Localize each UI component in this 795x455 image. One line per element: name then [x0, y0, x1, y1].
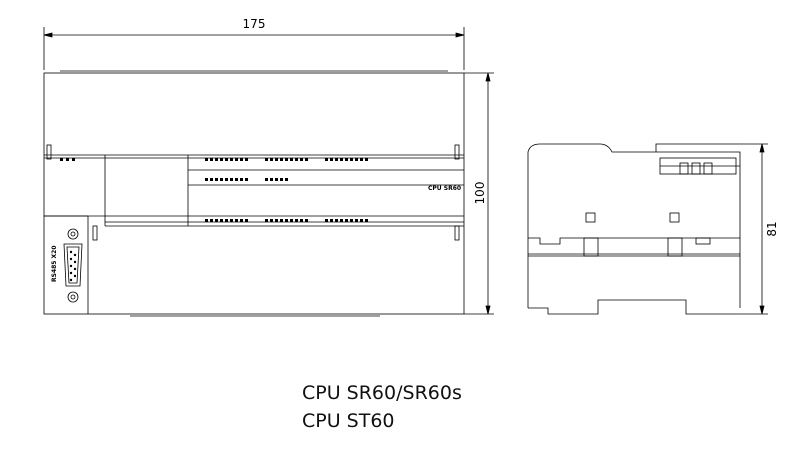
side-height-label: 81 — [765, 221, 779, 236]
caption-line-2: CPU ST60 — [302, 410, 395, 432]
width-dimension — [43, 27, 465, 70]
terminal-row-bottom — [205, 219, 368, 222]
front-view — [43, 70, 465, 317]
db9-port-icon — [63, 228, 83, 303]
side-height-dimension — [740, 143, 768, 315]
model-label: CPU SR60 — [428, 185, 461, 192]
front-height-label: 100 — [473, 182, 487, 205]
front-height-dimension — [464, 72, 494, 315]
port-label: RS485 X20 — [51, 245, 58, 282]
terminal-row-middle — [205, 178, 288, 181]
side-view — [527, 143, 741, 315]
caption-line-1: CPU SR60/SR60s — [302, 382, 462, 404]
terminal-row-top-left — [60, 158, 75, 161]
db9-pins — [69, 250, 77, 282]
width-label: 175 — [243, 17, 266, 31]
terminal-row-top — [205, 158, 368, 161]
